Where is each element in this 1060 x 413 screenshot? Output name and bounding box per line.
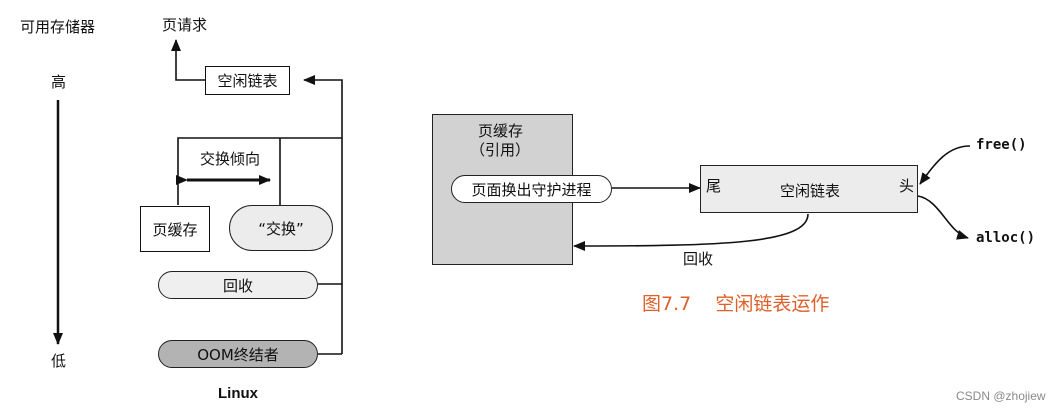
alloc-function-label: alloc() [976,230,1036,246]
return-to-free-list-line [304,80,343,355]
page-request-arrow [171,39,205,81]
reclaim-label: 回收 [683,250,714,268]
pageout-daemon-pill: 页面换出守护进程 [451,175,612,203]
page-cache-title: 页缓存 [478,122,524,140]
watermark: CSDN @zhojiew [956,389,1046,403]
reclaim-arrow [573,213,809,251]
alloc-arrow [917,195,969,240]
figure-caption: 图7.7 空闲链表运作 [642,293,830,315]
free-function-label: free() [976,137,1027,153]
swap-tendency-label: 交换倾向 [200,150,261,168]
free-arrow [919,145,971,185]
reclaim-pill: 回收 [158,271,318,299]
oom-killer-pill: OOM终结者 [158,340,318,368]
free-list-bar [700,165,918,213]
free-list-bar-label: 空闲链表 [780,182,841,200]
high-label: 高 [51,73,67,91]
free-list-box: 空闲链表 [205,66,290,95]
tail-label: 尾 [704,178,722,193]
swap-pill: “交换” [229,205,333,251]
page-cache-subtitle: （引用） [470,141,531,159]
linux-caption: Linux [218,385,258,402]
head-label: 头 [897,178,915,193]
low-label: 低 [51,352,67,370]
page-request-label: 页请求 [162,16,208,34]
page-cache-box: 页缓存 [140,206,210,252]
available-memory-label: 可用存储器 [20,18,96,36]
